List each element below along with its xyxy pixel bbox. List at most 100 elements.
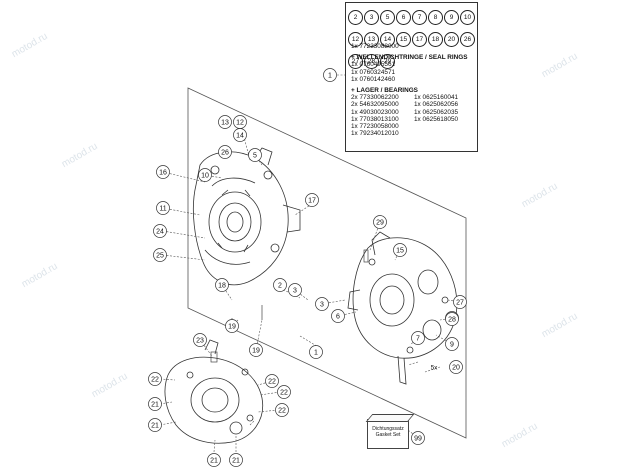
- part-chip: 29: [380, 54, 395, 69]
- bearing-part: 1x 77230058000: [351, 123, 399, 131]
- callout-13: 13: [218, 115, 232, 129]
- callout-22b: 22: [265, 374, 279, 388]
- callout-label: 15: [396, 248, 404, 255]
- bearing-part: [414, 123, 477, 130]
- callout-23: 23: [193, 333, 207, 347]
- callout-label: 3: [293, 288, 297, 295]
- callout-17: 17: [305, 193, 319, 207]
- callout-3: 3: [288, 283, 302, 297]
- bearing-row: 1x 49030023000 1x 0625062035: [351, 109, 477, 116]
- callout-10: 10: [198, 168, 212, 182]
- part-chip: 26: [460, 32, 475, 47]
- callout-label: 21: [210, 458, 218, 465]
- lower-case-view: [164, 339, 264, 444]
- callout-16: 16: [156, 165, 170, 179]
- right-crankcase-half: [347, 231, 458, 385]
- callout-9: 9: [445, 337, 459, 351]
- callout-label: 22: [151, 377, 159, 384]
- part-chip: 28: [364, 54, 379, 69]
- callout-label: 20: [452, 365, 460, 372]
- part-chip: 27: [348, 54, 363, 69]
- callout-label: 23: [196, 338, 204, 345]
- callout-21d: 21: [229, 453, 243, 467]
- callout-label: 19: [252, 348, 260, 355]
- callout-label: 25: [156, 253, 164, 260]
- bearing-part: 1x 0625618050: [414, 115, 459, 123]
- callout-19: 19: [225, 319, 239, 333]
- part-chip: 2: [348, 10, 363, 25]
- callout-12: 12: [233, 115, 247, 129]
- callout-11: 11: [156, 201, 170, 215]
- callout-label: 21: [151, 402, 159, 409]
- callout-19b: 19: [249, 343, 263, 357]
- part-chip: 18: [428, 32, 443, 47]
- kit-part-line: 1x 0760142460: [351, 75, 396, 83]
- bearing-part: 1x 0625062035: [414, 108, 459, 116]
- callout-label: 11: [159, 206, 166, 213]
- callout-label: 6: [336, 314, 340, 321]
- left-crankcase-half: [192, 147, 301, 286]
- part-chip: 17: [412, 32, 427, 47]
- callout-label: 3: [320, 302, 324, 309]
- kit-part-line: 1x 77233088000: [351, 43, 399, 50]
- callout-label: 24: [156, 229, 164, 236]
- callout-label: 29: [376, 220, 384, 227]
- gasket-label-en: Gasket Set: [375, 432, 401, 438]
- bearing-part: 2x 77330062200: [351, 94, 399, 102]
- callout-15: 15: [393, 243, 407, 257]
- callout-5: 5: [248, 148, 262, 162]
- callout-1b: 1: [309, 345, 323, 359]
- callout-20: 20: [449, 360, 463, 374]
- callout-label: 2: [278, 283, 282, 290]
- callout-label: 1: [314, 350, 318, 357]
- callout-label: 9: [450, 342, 454, 349]
- gasket-label: Dichtungssatz Gasket Set: [369, 426, 407, 438]
- part-chip: 8: [428, 10, 443, 25]
- callout-label: 14: [236, 133, 244, 140]
- callout-27: 27: [453, 295, 467, 309]
- callout-label: 27: [456, 300, 464, 307]
- callout-label: 22: [278, 408, 286, 415]
- part-chip: 13: [364, 32, 379, 47]
- callout-99: 99: [411, 431, 425, 445]
- bearing-part: 1x 0625062056: [414, 101, 459, 109]
- callout-label: 7: [416, 336, 420, 343]
- part-chip: 6: [396, 10, 411, 25]
- callout-label: 1: [328, 73, 332, 80]
- callout-label: 21: [232, 458, 240, 465]
- callout-26: 26: [218, 145, 232, 159]
- callout-label: 17: [308, 198, 316, 205]
- callout-14: 14: [233, 128, 247, 142]
- kit-part-line: 1x 0760495561: [351, 61, 396, 69]
- callout-18: 18: [215, 278, 229, 292]
- background-frame: [187, 87, 467, 439]
- part-chip: 5: [380, 10, 395, 25]
- part-chip: 15: [396, 32, 411, 47]
- part-chip: 10: [460, 10, 475, 25]
- callout-label: 13: [221, 120, 229, 127]
- callout-22a: 22: [148, 372, 162, 386]
- callout-28: [446, 314, 459, 327]
- callouts: 1 1 2 3 3 5 6 7 8 9 10 11 12 13 14 15 16…: [148, 68, 467, 467]
- callout-label: 21: [151, 423, 159, 430]
- bearing-part: 1x 0625160041: [414, 94, 459, 102]
- callout-29: 29: [373, 215, 387, 229]
- callout-label: 26: [221, 150, 229, 157]
- callout-24: 24: [153, 224, 167, 238]
- callout-22c: 22: [277, 385, 291, 399]
- part-chip: 3: [364, 10, 379, 25]
- part-chip: 12: [348, 32, 363, 47]
- bolt-parts: [210, 249, 369, 363]
- callout-label: 19: [228, 324, 236, 331]
- gasket-box-lid: [365, 414, 415, 422]
- gasket-set-box: Dichtungssatz Gasket Set: [365, 414, 415, 449]
- callout-3b: 3: [315, 297, 329, 311]
- part-chip: 7: [412, 10, 427, 25]
- kit-section-heading: + LAGER / BEARINGS: [351, 87, 418, 95]
- bearing-part: 1x 49030023000: [351, 108, 399, 116]
- callout-6: 6: [331, 309, 345, 323]
- callout-label: 99: [414, 436, 422, 443]
- callout-22d: 22: [275, 403, 289, 417]
